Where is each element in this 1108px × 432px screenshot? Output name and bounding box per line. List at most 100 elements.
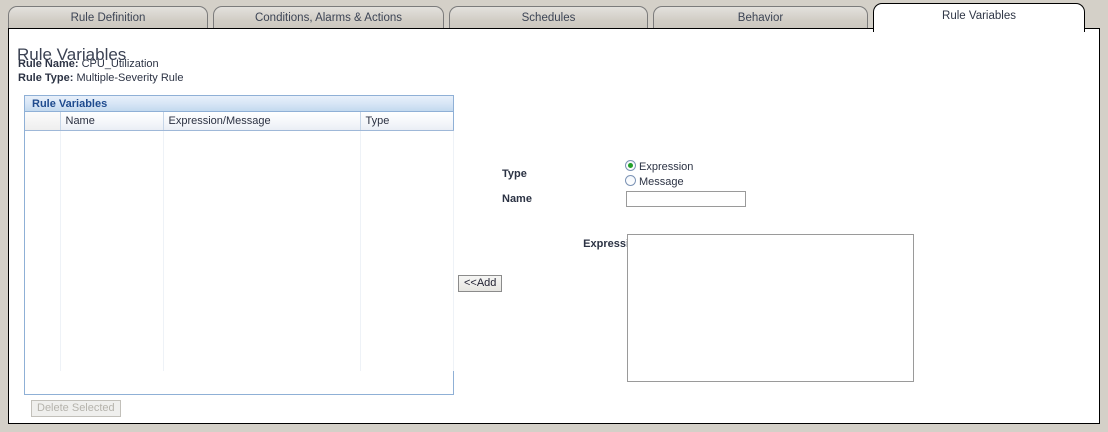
cell-type xyxy=(360,211,454,231)
cell-name xyxy=(60,271,164,291)
tab-label: Rule Variables xyxy=(942,10,1016,22)
page-title: Rule Variables xyxy=(17,45,127,65)
cell-expression xyxy=(163,331,361,351)
radio-option-message[interactable]: Message xyxy=(625,175,693,190)
tab-schedules[interactable]: Schedules xyxy=(449,6,648,30)
cell-type xyxy=(360,311,454,331)
table-empty-row xyxy=(25,231,454,251)
cell-name xyxy=(60,171,164,191)
column-header-expression-message[interactable]: Expression/Message xyxy=(163,112,361,131)
table-empty-row xyxy=(25,251,454,271)
name-input[interactable] xyxy=(626,191,746,207)
table-empty-row xyxy=(25,151,454,171)
cell-expression xyxy=(163,251,361,271)
cell-select xyxy=(25,151,61,171)
cell-select xyxy=(25,291,61,311)
table-empty-row xyxy=(25,171,454,191)
cell-expression xyxy=(163,130,361,151)
tab-conditions-alarms-actions[interactable]: Conditions, Alarms & Actions xyxy=(213,6,444,30)
tab-rule-variables[interactable]: Rule Variables xyxy=(873,3,1085,32)
rule-type-value: Multiple-Severity Rule xyxy=(76,72,184,84)
rule-variables-table-panel: Rule Variables Name Expression/Message T… xyxy=(24,95,454,395)
cell-select xyxy=(25,130,61,151)
cell-select xyxy=(25,171,61,191)
rule-name-row: Rule Name: CPU_Utilization xyxy=(18,58,159,70)
cell-name xyxy=(60,331,164,351)
radio-unselected-icon xyxy=(625,175,636,186)
expression-message-textarea[interactable] xyxy=(627,234,914,382)
cell-expression xyxy=(163,311,361,331)
cell-select xyxy=(25,191,61,211)
tab-label: Conditions, Alarms & Actions xyxy=(254,12,402,24)
cell-select xyxy=(25,231,61,251)
cell-expression xyxy=(163,211,361,231)
content-panel: Rule Variables Rule Name: CPU_Utilizatio… xyxy=(8,28,1100,424)
cell-name xyxy=(60,251,164,271)
cell-name xyxy=(60,231,164,251)
cell-expression xyxy=(163,171,361,191)
cell-name xyxy=(60,211,164,231)
tab-strip: Rule Definition Conditions, Alarms & Act… xyxy=(8,3,1100,32)
rule-name-label: Rule Name: xyxy=(18,58,79,70)
cell-type xyxy=(360,291,454,311)
type-label: Type xyxy=(502,168,527,180)
cell-type xyxy=(360,351,454,371)
table-empty-row xyxy=(25,271,454,291)
column-header-select[interactable] xyxy=(25,112,61,131)
rule-variables-table: Name Expression/Message Type xyxy=(25,112,454,371)
cell-name xyxy=(60,291,164,311)
column-header-type[interactable]: Type xyxy=(360,112,453,131)
name-label: Name xyxy=(502,193,532,205)
cell-expression xyxy=(163,191,361,211)
table-empty-row xyxy=(25,130,454,151)
radio-label-expression: Expression xyxy=(639,161,694,173)
cell-select xyxy=(25,211,61,231)
cell-name xyxy=(60,191,164,211)
cell-type xyxy=(360,331,454,351)
radio-option-expression[interactable]: Expression xyxy=(625,160,693,175)
cell-expression xyxy=(163,351,361,371)
cell-expression xyxy=(163,271,361,291)
radio-selected-icon xyxy=(625,160,636,171)
cell-select xyxy=(25,311,61,331)
table-empty-row xyxy=(25,331,454,351)
table-empty-row xyxy=(25,311,454,331)
cell-type xyxy=(360,271,454,291)
table-empty-row xyxy=(25,291,454,311)
column-header-name[interactable]: Name xyxy=(60,112,164,131)
cell-type xyxy=(360,231,454,251)
cell-expression xyxy=(163,291,361,311)
table-header-row: Name Expression/Message Type xyxy=(25,112,453,131)
rule-variable-form: <<Add Type Expression Message Name Expre… xyxy=(439,95,1089,405)
tab-label: Rule Definition xyxy=(70,12,146,24)
tab-label: Schedules xyxy=(521,12,576,24)
tab-label: Behavior xyxy=(737,12,784,24)
cell-name xyxy=(60,351,164,371)
rule-variables-panel-title: Rule Variables xyxy=(25,96,453,112)
rule-type-label: Rule Type: xyxy=(18,72,74,84)
cell-expression xyxy=(163,151,361,171)
tab-rule-definition[interactable]: Rule Definition xyxy=(8,6,208,30)
cell-select xyxy=(25,331,61,351)
add-button[interactable]: <<Add xyxy=(458,275,503,292)
rule-name-value: CPU_Utilization xyxy=(81,58,159,70)
rule-type-row: Rule Type: Multiple-Severity Rule xyxy=(18,72,183,84)
cell-type xyxy=(360,151,454,171)
cell-name xyxy=(60,130,164,151)
table-empty-row xyxy=(25,351,454,371)
cell-type xyxy=(360,130,454,151)
cell-select xyxy=(25,271,61,291)
rule-variables-table-body xyxy=(25,130,454,371)
table-empty-row xyxy=(25,211,454,231)
cell-type xyxy=(360,251,454,271)
radio-label-message: Message xyxy=(639,176,684,188)
delete-selected-button[interactable]: Delete Selected xyxy=(31,400,121,417)
tab-behavior[interactable]: Behavior xyxy=(653,6,868,30)
cell-name xyxy=(60,311,164,331)
cell-type xyxy=(360,171,454,191)
cell-type xyxy=(360,191,454,211)
cell-select xyxy=(25,251,61,271)
cell-select xyxy=(25,351,61,371)
cell-expression xyxy=(163,231,361,251)
